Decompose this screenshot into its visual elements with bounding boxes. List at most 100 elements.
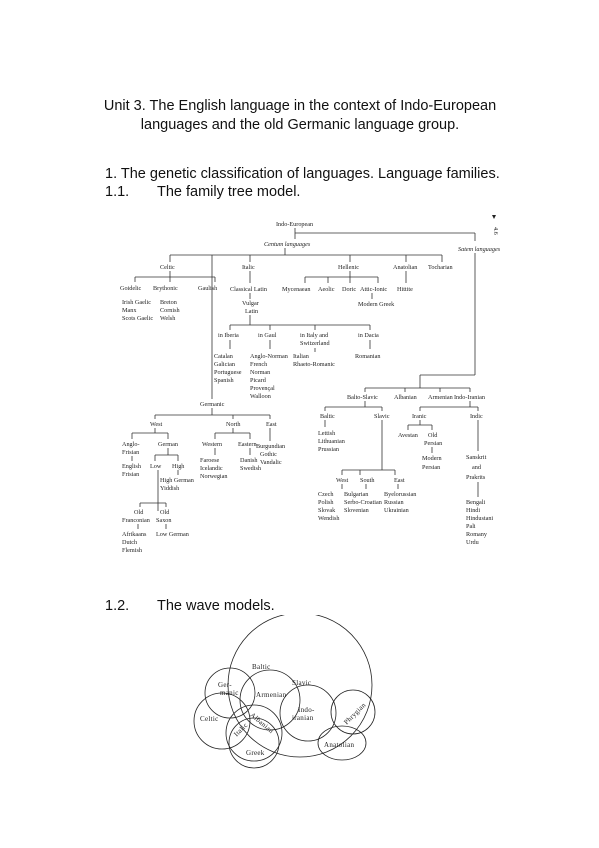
tree-node-frisian: Frisian (122, 449, 139, 456)
tree-node-modern-greek: Modern Greek (358, 301, 395, 308)
tree-leaf: Provençal (250, 385, 275, 392)
section-1-heading: 1. The genetic classification of languag… (105, 165, 500, 183)
tree-node-germanic: Germanic (200, 401, 225, 408)
tree-leaf: Russian (384, 499, 404, 506)
tree-node-sanskrit: Sanskrit (466, 454, 487, 461)
tree-node-italic: Italic (242, 264, 255, 271)
tree-node-armenian: Armenian (428, 394, 453, 401)
tree-node-classical-latin: Classical Latin (230, 286, 267, 293)
family-tree-diagram: Indo-European 4.6 Centum languages Satem… (120, 215, 501, 554)
page-mark: 4.6 (492, 227, 499, 235)
tree-leaf: Manx (122, 307, 137, 314)
tree-node-latin: Latin (245, 308, 258, 315)
wave-label-germanic-1: Ger- (218, 681, 232, 689)
tree-node-eastern: Eastern (238, 441, 257, 448)
tree-node-hellenic: Hellenic (338, 264, 359, 271)
tree-node-vulgar: Vulgar (242, 300, 259, 307)
tree-node-hittite: Hittite (397, 286, 413, 293)
tree-leaf: Spanish (214, 377, 235, 384)
tree-node-prakrits: Prakrits (466, 474, 486, 481)
wave-label-anatolian: Anatolian (324, 741, 355, 749)
tree-leaf: Bengali (466, 499, 486, 506)
tree-node-albanian: Albanian (394, 394, 417, 401)
tree-node-modern-persian-1: Modern (422, 455, 442, 462)
tree-leaf: Vandalic (260, 459, 282, 466)
tree-leaf: Danish (240, 457, 258, 464)
wave-circle-greek (228, 717, 280, 769)
tree-node-slavic-east: East (394, 477, 405, 484)
tree-leaf: Galician (214, 361, 235, 368)
tree-node-italy: in Italy and (300, 332, 329, 339)
tree-leaf: Urdu (466, 539, 479, 546)
tree-node-slavic: Slavic (374, 413, 390, 420)
tree-node-goidelic: Goidelic (120, 285, 142, 292)
wave-circle-phrygian (330, 689, 376, 735)
section-1-2-heading: 1.2.The wave models. (105, 597, 275, 615)
tree-node-indo-european: Indo-European (276, 221, 313, 228)
wave-label-indo-iranian-1: Indo- (298, 706, 315, 714)
tree-node-baltic: Baltic (320, 413, 335, 420)
tree-leaf: Welsh (160, 315, 176, 322)
wave-label-celtic: Celtic (200, 715, 219, 723)
tree-leaf: Pali (466, 523, 476, 530)
tree-leaf: Faroese (200, 457, 219, 464)
wave-label-phrygian: Phrygian (342, 701, 367, 726)
tree-leaf: Czech (318, 491, 334, 498)
tree-node-old-franconian-1: Old (134, 509, 144, 516)
tree-node-indo-iranian: Indo-Iranian (454, 394, 485, 401)
tree-leaf: Low German (156, 531, 189, 538)
tree-leaf: Gothic (260, 451, 277, 458)
tree-node-centum: Centum languages (264, 241, 311, 248)
tree-leaf: Polish (318, 499, 334, 506)
tree-leaf: Italian (293, 353, 309, 360)
tree-leaf: Yiddish (160, 485, 180, 492)
tree-node-slavic-west: West (336, 477, 348, 484)
wave-circle-italic (225, 704, 283, 762)
tree-node-west: West (150, 421, 162, 428)
wave-circle-anatolian (317, 725, 367, 761)
section-1-1-number: 1.1. (105, 184, 130, 200)
tree-node-east: East (266, 421, 277, 428)
tree-leaf: Norman (250, 369, 270, 376)
tree-leaf: Flemish (122, 547, 143, 554)
wave-label-germanic-2: manic (220, 689, 239, 697)
tree-leaf: Anglo-Norman (250, 353, 288, 360)
tree-node-modern-persian-2: Persian (422, 464, 440, 471)
tree-node-anglo: Anglo- (122, 441, 140, 448)
tree-leaf: Hindi (466, 507, 480, 514)
tree-leaf: Romanian (355, 353, 380, 360)
tree-leaf: Cornish (160, 307, 181, 314)
page-mark-triangle-icon (492, 215, 496, 219)
section-1-1-heading: 1.1.The family tree model. (105, 183, 300, 201)
tree-leaf: Afrikaans (122, 531, 147, 538)
tree-leaf: Slovenian (344, 507, 369, 514)
tree-leaf: Wendish (318, 515, 340, 522)
tree-leaf: Serbo-Croatian (344, 499, 382, 506)
wave-label-indo-iranian-2: iranian (292, 714, 314, 722)
tree-node-high: High (172, 463, 185, 470)
tree-node-old-saxon-1: Old (160, 509, 170, 516)
tree-node-and: and (472, 464, 482, 471)
tree-node-slavic-south: South (360, 477, 375, 484)
tree-node-north: North (226, 421, 241, 428)
tree-node-celtic: Celtic (160, 264, 175, 271)
tree-node-balto-slavic: Balto-Slavic (347, 394, 378, 401)
tree-node-gaul: in Gaul (258, 332, 277, 339)
tree-node-satem: Satem languages (458, 246, 501, 253)
tree-leaf: Burgundian (256, 443, 285, 450)
tree-leaf: Breton (160, 299, 177, 306)
tree-node-indic: Indic (470, 413, 483, 420)
tree-leaf: Walloon (250, 393, 271, 400)
tree-leaf: Swedish (240, 465, 262, 472)
wave-circle-celtic (193, 692, 251, 750)
tree-leaf: Byelorussian (384, 491, 416, 498)
tree-node-mycenaean: Mycenaean (282, 286, 311, 293)
tree-leaf: Dutch (122, 539, 138, 546)
tree-node-aeolic: Aeolic (318, 286, 335, 293)
tree-leaf: English (122, 463, 142, 470)
tree-leaf: Prussian (318, 446, 339, 453)
tree-leaf: Lithuanian (318, 438, 345, 445)
wave-label-italic: Italic (232, 721, 249, 738)
tree-node-dacia: in Dacia (358, 332, 379, 339)
tree-node-german: German (158, 441, 178, 448)
